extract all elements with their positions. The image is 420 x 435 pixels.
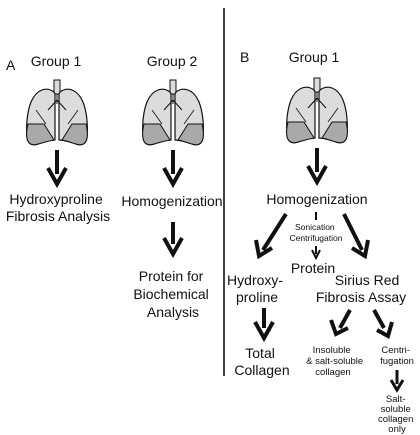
down-arrow-icon: [46, 150, 68, 189]
diagonal-arrow-icon: [254, 212, 288, 260]
diagonal-arrow-icon: [342, 213, 370, 260]
panel-a-letter: A: [6, 57, 16, 73]
diagonal-arrow-icon: [372, 309, 394, 339]
protein-label: Protein: [291, 260, 335, 276]
sonication-centrifugation-label: Sonication Centrifugation: [290, 222, 343, 243]
salt-soluble-collagen-label: Salt- soluble collagen only: [378, 394, 416, 435]
homogenization-label: Homogenization: [266, 191, 367, 207]
group1-title: Group 1: [289, 49, 340, 65]
insoluble-collagen-label: Insoluble & salt-soluble collagen: [306, 345, 366, 378]
total-collagen-label: Total Collagen: [234, 345, 289, 378]
down-arrow-icon: [162, 150, 184, 189]
protein-biochemical-label: Protein for Biochemical Analysis: [133, 268, 212, 320]
homogenization-label: Homogenization: [121, 193, 222, 209]
centrifugation-label: Centri- fugation: [380, 345, 414, 367]
down-arrow-icon: [162, 222, 184, 259]
hydroxyproline-analysis-label: Hydroxyproline Fibrosis Analysis: [6, 191, 110, 224]
hydroxyproline-label: Hydroxy- proline: [227, 272, 287, 305]
group2-title: Group 2: [147, 53, 198, 69]
sirius-red-assay-label: Sirius Red Fibrosis Assay: [316, 272, 406, 305]
small-down-arrow-icon: [389, 370, 405, 393]
down-arrow-icon: [306, 148, 328, 187]
panel-b-letter: B: [240, 49, 249, 65]
down-arrow-icon: [253, 308, 275, 343]
diagonal-arrow-icon: [329, 309, 352, 337]
lungs-icon: [141, 79, 205, 146]
lungs-icon: [285, 77, 349, 144]
group1-title: Group 1: [31, 53, 82, 69]
small-down-arrow-icon: [311, 212, 321, 261]
lungs-icon: [25, 79, 89, 146]
